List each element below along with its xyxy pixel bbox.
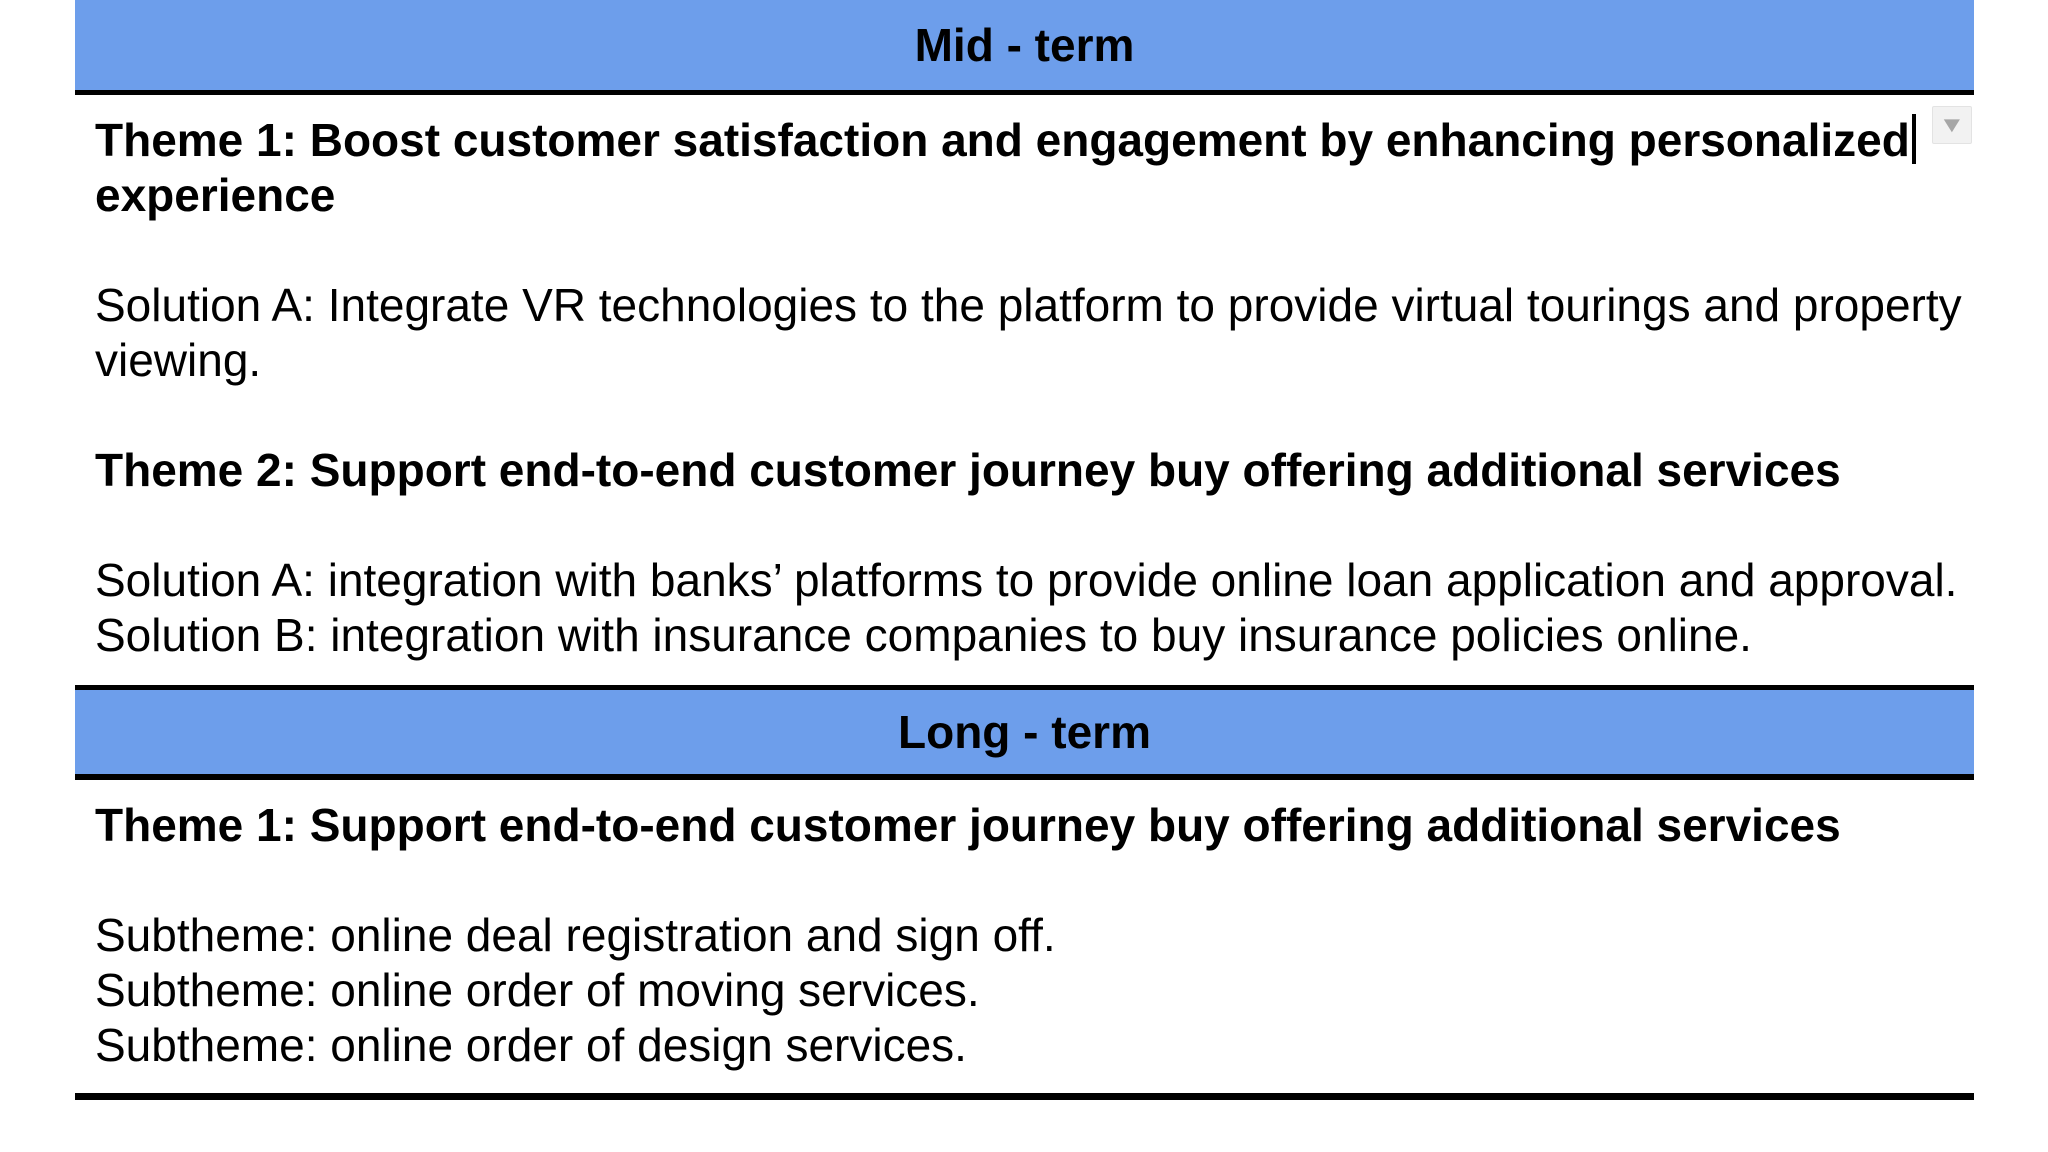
blank-line <box>95 388 1954 443</box>
mid-solution-a2-line[interactable]: Solution A: integration with banks’ plat… <box>95 554 1958 606</box>
mid-solution-a-line2[interactable]: viewing. <box>95 334 262 386</box>
blank-line <box>95 223 1954 278</box>
long-subtheme1-line[interactable]: Subtheme: online deal registration and s… <box>95 909 1056 961</box>
blank-line <box>95 853 1954 908</box>
mid-solution-a-line1[interactable]: Solution A: Integrate VR technologies to… <box>95 279 1962 331</box>
roadmap-table: Mid - term Theme 1: Boost customer satis… <box>75 0 1974 1100</box>
long-subtheme2-line[interactable]: Subtheme: online order of moving service… <box>95 964 980 1016</box>
blank-line <box>95 498 1954 553</box>
table-bottom-border <box>75 1093 1974 1100</box>
mid-solution-b2-line[interactable]: Solution B: integration with insurance c… <box>95 609 1752 661</box>
mid-term-content-cell[interactable]: Theme 1: Boost customer satisfaction and… <box>75 95 1974 685</box>
long-subtheme3-line[interactable]: Subtheme: online order of design service… <box>95 1019 967 1071</box>
mid-theme1-line1[interactable]: Theme 1: Boost customer satisfaction and… <box>95 113 1954 168</box>
long-term-header-row[interactable]: Long - term <box>75 685 1974 780</box>
chevron-down-icon: ▼ <box>1938 112 1966 137</box>
mid-term-header-label: Mid - term <box>914 19 1135 71</box>
dropdown-button[interactable]: ▼ <box>1932 106 1972 144</box>
mid-term-header-row[interactable]: Mid - term <box>75 0 1974 95</box>
long-term-content-cell[interactable]: Theme 1: Support end-to-end customer jou… <box>75 780 1974 1093</box>
long-term-header-label: Long - term <box>898 706 1151 758</box>
mid-theme2-line[interactable]: Theme 2: Support end-to-end customer jou… <box>95 444 1841 496</box>
mid-theme1-line2[interactable]: experience <box>95 169 336 221</box>
long-theme1-line[interactable]: Theme 1: Support end-to-end customer jou… <box>95 799 1841 851</box>
mid-theme1-line1-text: Theme 1: Boost customer satisfaction and… <box>95 114 1910 166</box>
text-cursor <box>1911 114 1916 164</box>
